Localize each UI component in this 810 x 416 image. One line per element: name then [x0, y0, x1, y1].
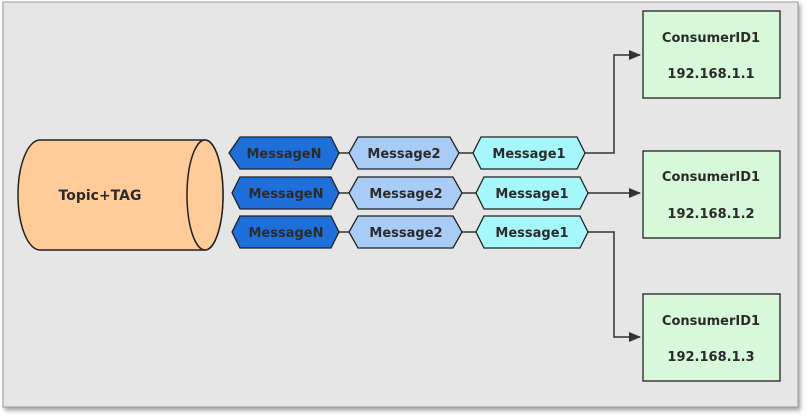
message-n-label: MessageN [248, 187, 323, 202]
topic-cylinder: Topic+TAG [17, 139, 224, 251]
message-n-shape [231, 215, 340, 249]
consumer-box-shape [642, 150, 781, 239]
consumer-ip: 192.168.1.3 [667, 350, 754, 365]
message-n-label: MessageN [246, 147, 321, 162]
consumer-box-1: ConsumerID1 192.168.1.1 [642, 10, 781, 99]
consumer-box-2: ConsumerID1 192.168.1.2 [642, 150, 781, 239]
queue-row-2: MessageN Message2 Message1 [231, 176, 589, 210]
message-1-shape [475, 215, 589, 249]
message-1-shape [472, 136, 586, 170]
message-n-shape [231, 176, 340, 210]
topic-label: Topic+TAG [59, 188, 142, 204]
arrow-to-consumer-1 [585, 50, 641, 154]
arrow-to-consumer-3 [588, 231, 641, 342]
message-2-shape [348, 215, 463, 249]
message-2-shape [348, 136, 460, 170]
consumer-box-shape [642, 10, 781, 99]
message-2-label: Message2 [369, 226, 442, 241]
consumer-name: ConsumerID1 [662, 170, 760, 185]
cylinder-end [186, 139, 224, 251]
consumer-ip: 192.168.1.1 [667, 67, 754, 82]
message-2-label: Message2 [367, 147, 440, 162]
message-1-label: Message1 [495, 226, 568, 241]
consumer-ip: 192.168.1.2 [667, 207, 754, 222]
message-n-label: MessageN [248, 226, 323, 241]
message-n-shape [228, 136, 340, 170]
message-1-label: Message1 [492, 147, 565, 162]
connectors [339, 50, 641, 342]
queue-row-1: MessageN Message2 Message1 [228, 136, 586, 170]
message-1-label: Message1 [495, 187, 568, 202]
message-1-shape [475, 176, 589, 210]
consumer-name: ConsumerID1 [662, 314, 760, 329]
queue-row-3: MessageN Message2 Message1 [231, 215, 589, 249]
consumer-box-3: ConsumerID1 192.168.1.3 [642, 293, 781, 382]
consumer-box-shape [642, 293, 781, 382]
message-2-shape [348, 176, 463, 210]
consumer-name: ConsumerID1 [662, 31, 760, 46]
message-2-label: Message2 [369, 187, 442, 202]
